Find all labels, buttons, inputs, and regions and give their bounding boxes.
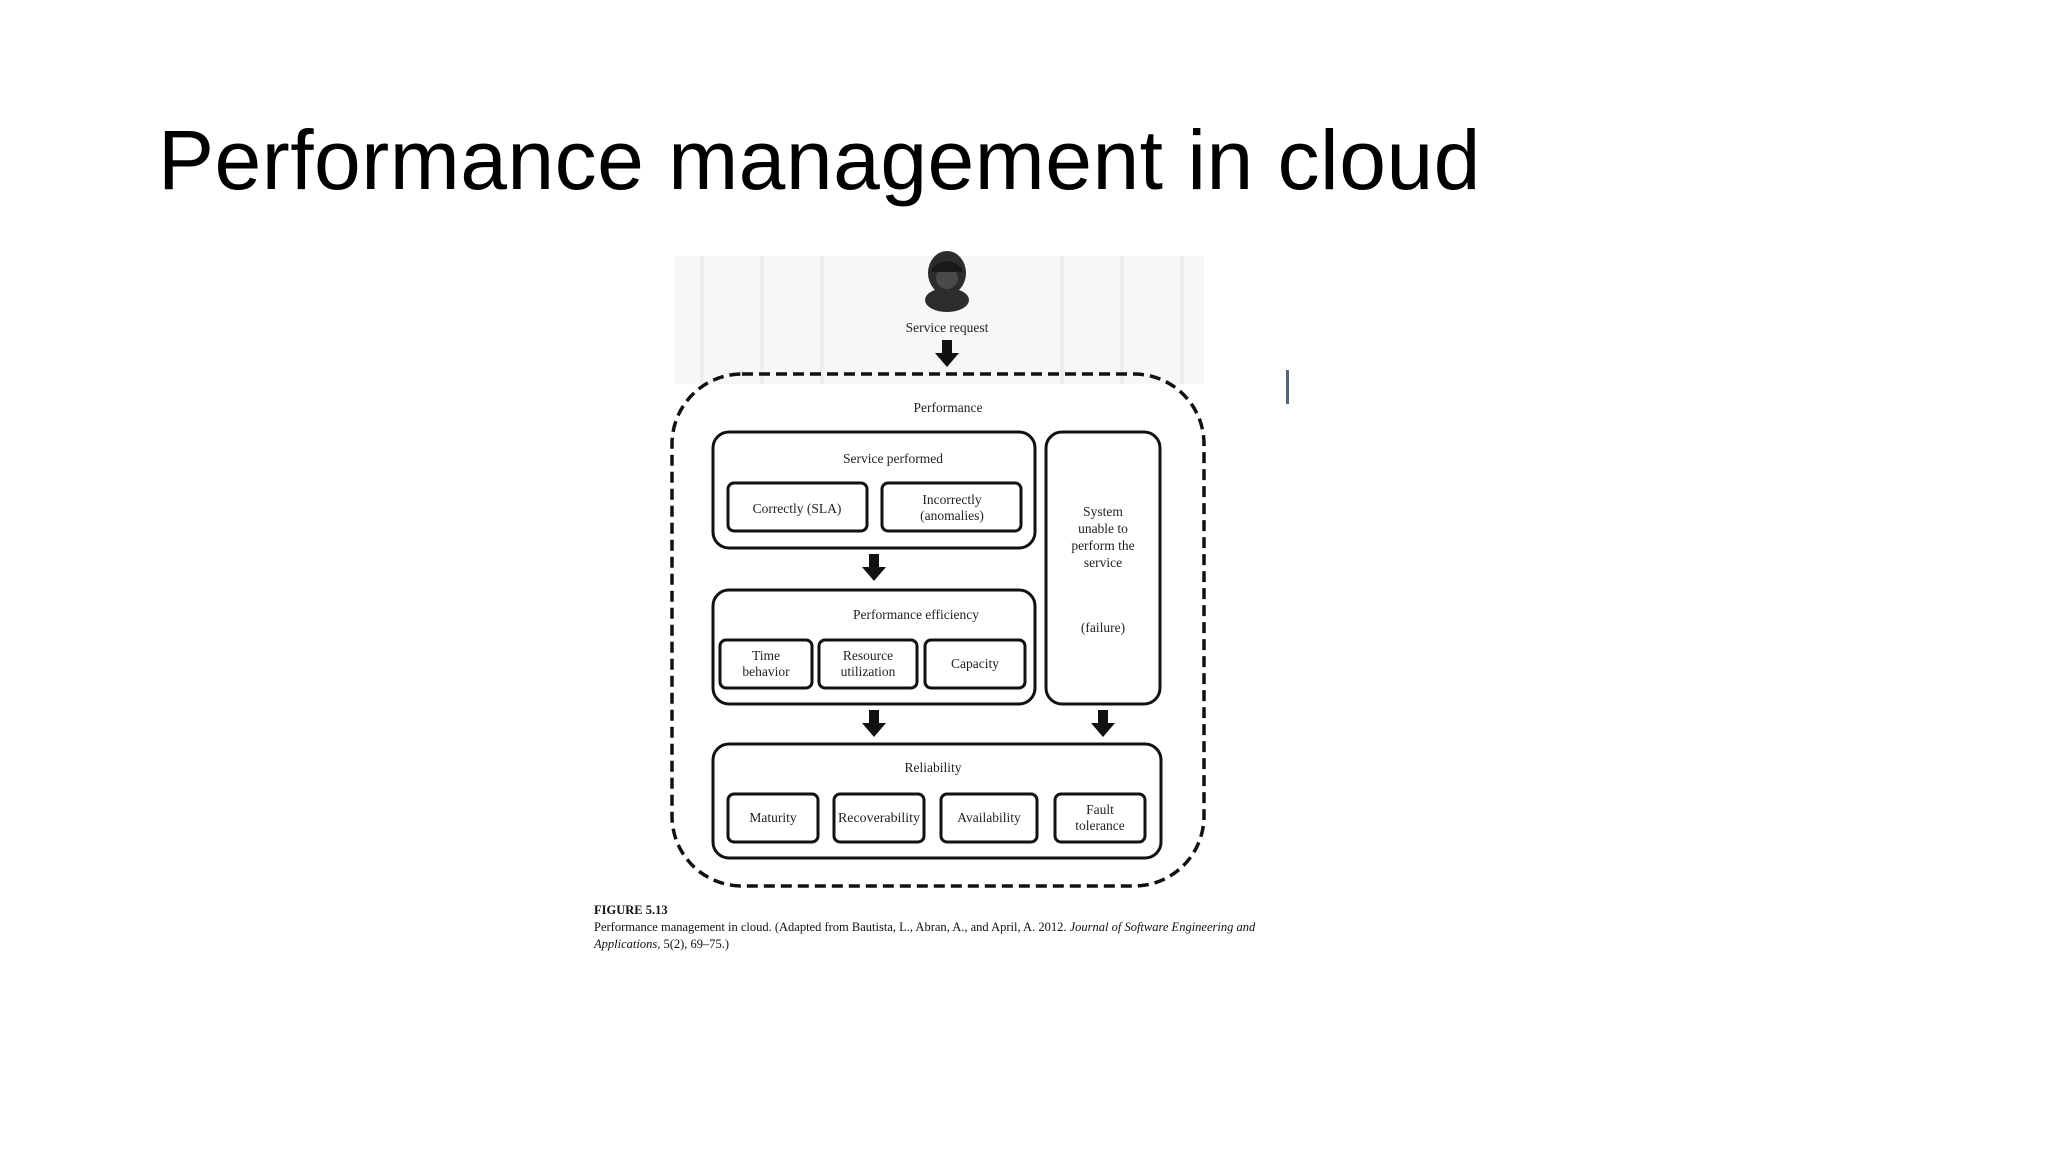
reliability-box: [711, 742, 1163, 860]
figure-stripe: [1060, 256, 1064, 384]
caption-text: Performance management in cloud. (Adapte…: [594, 920, 1067, 934]
resource-label: Resource: [843, 648, 893, 663]
recoverability-label: Recoverability: [838, 810, 920, 825]
service-request-label: Service request: [906, 320, 989, 335]
figure-caption: FIGURE 5.13 Performance management in cl…: [594, 902, 1294, 953]
failure-box: [1044, 430, 1162, 706]
behavior-label: behavior: [742, 664, 790, 679]
resource-utilization-box: [817, 638, 919, 690]
performance-label: Performance: [914, 400, 983, 415]
recoverability-box: [832, 792, 926, 844]
utilization-label: utilization: [841, 664, 896, 679]
figure-stripe: [820, 256, 824, 384]
incorrectly-label: Incorrectly: [922, 492, 981, 507]
incorrectly-box: [880, 481, 1023, 533]
text-cursor: [1286, 370, 1289, 404]
person-icon: [925, 251, 969, 312]
fault-label: Fault: [1086, 802, 1114, 817]
slide-title: Performance management in cloud: [158, 113, 1481, 207]
time-label: Time: [752, 648, 780, 663]
service-performed-box: [711, 430, 1037, 550]
down-arrow-icon: [935, 340, 959, 367]
down-arrow-icon: [862, 710, 886, 737]
capacity-box: [923, 638, 1027, 690]
maturity-label: Maturity: [749, 810, 796, 825]
figure-stripe: [1120, 256, 1124, 384]
tolerance-label: tolerance: [1075, 818, 1124, 833]
figure-stripe: [1180, 256, 1184, 384]
caption-ref: 5(2), 69–75.): [663, 937, 730, 951]
figure-stripe: [700, 256, 704, 384]
performance-efficiency-title: Performance efficiency: [853, 607, 979, 622]
failure-line-1: System: [1083, 504, 1123, 519]
fault-tolerance-box: [1053, 792, 1147, 844]
capacity-label: Capacity: [951, 656, 999, 671]
failure-line-2: unable to: [1078, 521, 1128, 536]
performance-efficiency-box: [711, 588, 1037, 706]
figure-label: FIGURE 5.13: [594, 903, 668, 917]
failure-line-3: perform the: [1071, 538, 1134, 553]
time-behavior-box: [718, 638, 814, 690]
service-performed-title: Service performed: [843, 451, 943, 466]
correctly-sla-box: [726, 481, 869, 533]
caption-journal: Journal of Software Engineering and Appl…: [594, 920, 1256, 951]
maturity-box: [726, 792, 820, 844]
correctly-sla-label: Correctly (SLA): [753, 501, 842, 516]
figure-stripe: [760, 256, 764, 384]
availability-box: [939, 792, 1039, 844]
failure-note: (failure): [1081, 620, 1125, 635]
down-arrow-icon: [1091, 710, 1115, 737]
anomalies-label: (anomalies): [920, 508, 984, 523]
performance-boundary: [670, 372, 1206, 888]
reliability-title: Reliability: [905, 760, 962, 775]
failure-line-4: service: [1084, 555, 1122, 570]
down-arrow-icon: [862, 554, 886, 581]
availability-label: Availability: [957, 810, 1021, 825]
